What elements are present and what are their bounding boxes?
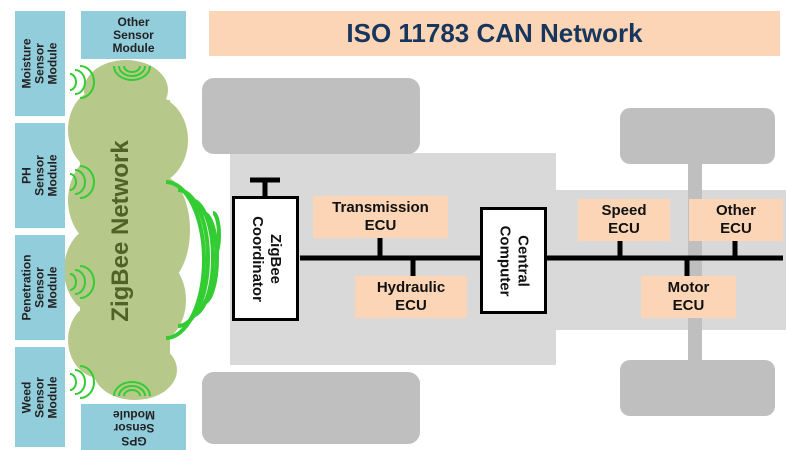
coordinator-label: ZigBee Coordinator — [248, 215, 284, 302]
rear-left-wheel — [620, 108, 775, 164]
moisture-sensor-module: Moisture Sensor Module — [15, 11, 65, 116]
moisture-sensor-label: Moisture Sensor Module — [19, 38, 60, 89]
gps-sensor-module: GPS Sensor Module — [81, 404, 186, 450]
other-sensor-signal — [113, 65, 151, 81]
ph-sensor-module: PH Sensor Module — [15, 123, 65, 228]
rear-right-wheel — [620, 360, 775, 416]
weed-sensor-label: Weed Sensor Module — [19, 376, 60, 418]
other-ecu: Other ECU — [689, 199, 783, 241]
central-computer-box: Central Computer — [480, 207, 547, 314]
other-sensor-label: Other Sensor Module — [112, 14, 155, 55]
central-computer-label: Central Computer — [496, 225, 532, 296]
weed-sensor-module: Weed Sensor Module — [15, 347, 65, 447]
gps-sensor-label: GPS Sensor Module — [112, 407, 155, 448]
penetration-sensor-label: Penetration Sensor Module — [19, 254, 60, 321]
motor-ecu: Motor ECU — [641, 276, 736, 318]
zigbee-network-label: ZigBee Network — [107, 140, 134, 322]
zigbee-coordinator-box: ZigBee Coordinator — [232, 196, 299, 321]
speed-ecu: Speed ECU — [578, 199, 670, 241]
front-right-wheel — [202, 372, 420, 444]
penetration-sensor-module: Penetration Sensor Module — [15, 235, 65, 340]
front-left-wheel — [202, 78, 420, 154]
ph-sensor-label: PH Sensor Module — [19, 154, 60, 197]
other-sensor-module: Other Sensor Module — [81, 11, 186, 59]
title-text: ISO 11783 CAN Network — [346, 18, 643, 48]
hydraulic-ecu: Hydraulic ECU — [355, 276, 467, 318]
zigbee-cloud — [64, 60, 190, 400]
sensor-signals — [69, 65, 95, 399]
transmission-ecu: Transmission ECU — [313, 196, 448, 238]
gps-sensor-signal — [113, 381, 151, 397]
can-network-title: ISO 11783 CAN Network — [209, 11, 780, 56]
can-bus — [300, 236, 783, 278]
coordinator-signal — [165, 180, 221, 340]
